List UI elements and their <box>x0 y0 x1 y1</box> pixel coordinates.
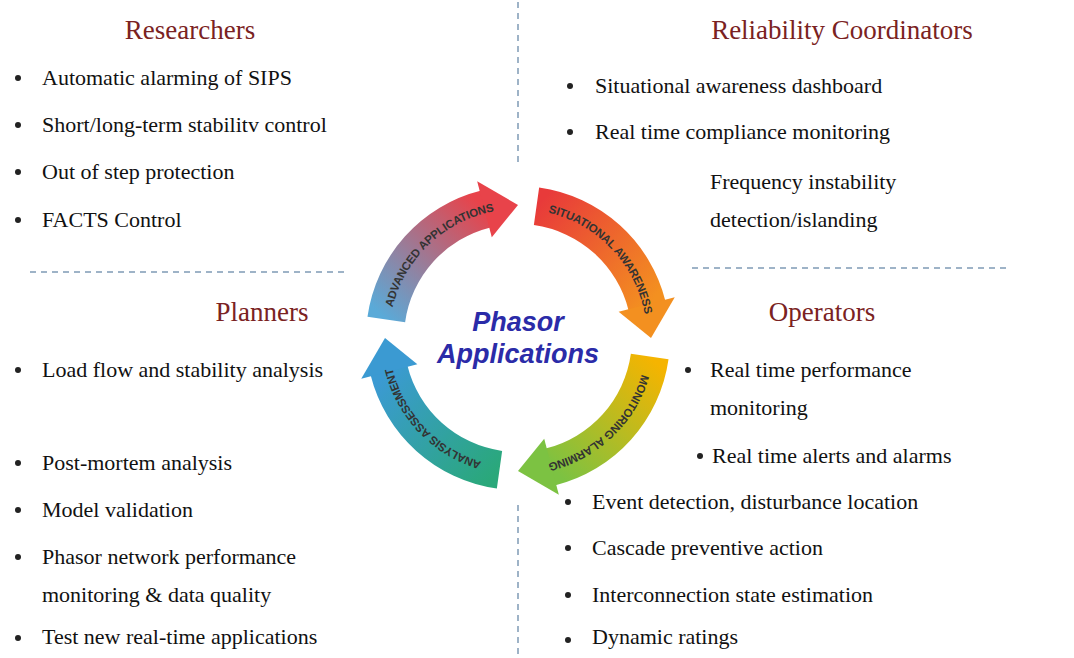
arrow-label: ANALYSIS ASSESSMENT <box>383 367 482 471</box>
arrow-label: SITUATIONAL AWARENESS <box>548 203 655 315</box>
arrow-shape: ANALYSIS ASSESSMENT <box>350 170 686 506</box>
arrow-label-path: ADVANCED APPLICATIONS <box>383 201 495 308</box>
list-item: Real time compliance monitoring <box>595 113 1015 151</box>
center-title: Phasor Applications <box>433 306 603 370</box>
group-heading: Reliability Coordinators <box>711 13 973 47</box>
arrow-label-path: SITUATIONAL AWARENESS <box>548 203 655 315</box>
dashed-divider <box>517 2 519 165</box>
group-heading: Operators <box>769 295 875 329</box>
bullet-dot <box>567 129 573 135</box>
list-item: Phasor network performance monitoring & … <box>42 538 342 614</box>
center-circle: Phasor Applications <box>410 230 626 446</box>
bullet-dot <box>565 592 571 598</box>
arrow-shape: MONITORING ALARMING <box>350 170 686 506</box>
bullet-dot <box>567 83 573 89</box>
list-item: Situational awareness dashboard <box>595 67 1015 105</box>
cycle-arrow: MONITORING ALARMING <box>350 170 686 506</box>
list-item: Real time performance monitoring <box>710 351 960 427</box>
list-item: Automatic alarming of SIPS <box>42 59 372 97</box>
list-item: Dynamic ratings <box>592 618 1062 656</box>
bullet-dot <box>697 453 703 459</box>
list-item: FACTS Control <box>42 201 372 239</box>
list-item: Real time alerts and alarms <box>712 437 1052 475</box>
arrow-label-path: ANALYSIS ASSESSMENT <box>383 367 482 471</box>
arrow-shape: SITUATIONAL AWARENESS <box>350 170 686 506</box>
dashed-divider <box>30 271 345 273</box>
bullet-dot <box>15 122 21 128</box>
bullet-dot <box>565 499 571 505</box>
cycle-arrow: ADVANCED APPLICATIONS <box>350 170 686 506</box>
bullet-dot <box>15 367 21 373</box>
arrow-label-path: MONITORING ALARMING <box>547 374 651 474</box>
list-item: Frequency instability detection/islandin… <box>710 163 960 239</box>
bullet-dot <box>15 507 21 513</box>
cycle-arrow: SITUATIONAL AWARENESS <box>350 170 686 506</box>
cycle-arrow: ANALYSIS ASSESSMENT <box>350 170 686 506</box>
arrow-body <box>371 366 503 489</box>
bullet-dot <box>15 75 21 81</box>
bullet-dot <box>15 217 21 223</box>
bullet-dot <box>15 460 21 466</box>
list-item: Short/long-term stabilitv control <box>42 106 382 144</box>
bullet-dot <box>565 545 571 551</box>
dashed-divider <box>517 505 519 656</box>
list-item: Out of step protection <box>42 153 372 191</box>
bullet-dot <box>15 635 21 641</box>
group-heading: Planners <box>216 295 309 329</box>
dashed-divider <box>692 267 1010 269</box>
list-item: Post-mortem analysis <box>42 444 372 482</box>
arrow-shape: ADVANCED APPLICATIONS <box>350 170 686 506</box>
bullet-dot <box>15 169 21 175</box>
group-heading: Researchers <box>125 13 255 47</box>
bullet-dot <box>15 554 21 560</box>
arrow-label: MONITORING ALARMING <box>547 374 651 474</box>
list-item: Event detection, disturbance location <box>592 483 1062 521</box>
bullet-dot <box>685 367 691 373</box>
bullet-dot <box>565 637 571 643</box>
list-item: Cascade preventive action <box>592 529 1062 567</box>
list-item: Test new real-time applications <box>42 618 442 656</box>
arrow-label: ADVANCED APPLICATIONS <box>383 201 495 308</box>
list-item: Load flow and stability analysis <box>42 351 332 389</box>
list-item: Interconnection state estimation <box>592 576 1062 614</box>
list-item: Model validation <box>42 491 372 529</box>
arrow-body <box>546 354 669 486</box>
